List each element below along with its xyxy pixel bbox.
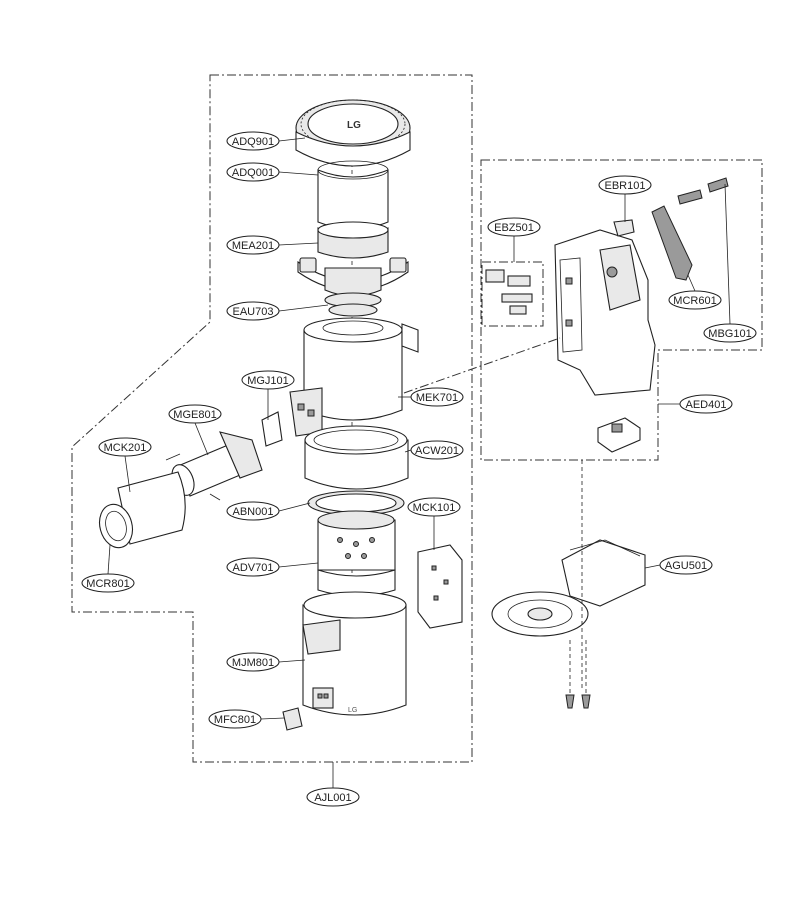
svg-text:LG: LG — [348, 707, 357, 714]
part-mgj101-gasket — [261, 411, 283, 447]
svg-text:ADV701: ADV701 — [233, 562, 274, 574]
svg-text:MCK101: MCK101 — [413, 502, 456, 514]
label-ebr101: EBR101 — [598, 175, 652, 195]
part-ebr101-switch — [613, 219, 635, 237]
svg-text:AJL001: AJL001 — [314, 792, 351, 804]
label-agu501: AGU501 — [659, 555, 713, 575]
part-mea201-motor — [297, 221, 409, 297]
svg-text:MJM801: MJM801 — [232, 657, 274, 669]
part-mck201-nozzle — [98, 471, 186, 549]
label-mge801: MGE801 — [168, 404, 222, 424]
label-abn001: ABN001 — [226, 501, 280, 521]
label-mfc801: MFC801 — [208, 709, 262, 729]
svg-text:MFC801: MFC801 — [214, 714, 256, 726]
label-adv701: ADV701 — [226, 557, 280, 577]
label-mjm801: MJM801 — [226, 652, 280, 672]
part-ebz501-terminals — [485, 269, 533, 315]
part-mcr601-grip — [651, 205, 693, 281]
svg-text:EBR101: EBR101 — [605, 180, 646, 192]
svg-text:ACW201: ACW201 — [415, 445, 459, 457]
svg-text:AED401: AED401 — [686, 399, 727, 411]
part-mek701-housing — [289, 317, 419, 437]
part-handle-body — [554, 229, 656, 396]
part-mck101-bracket — [417, 544, 463, 629]
part-adv701-cyclone — [317, 510, 396, 597]
label-ajl001: AJL001 — [306, 787, 360, 807]
svg-text:MCK201: MCK201 — [104, 442, 147, 454]
assembly-boundary-handle — [480, 159, 763, 461]
part-mbg101-button — [677, 177, 729, 205]
svg-text:ADQ001: ADQ001 — [232, 167, 274, 179]
svg-text:AGU501: AGU501 — [665, 560, 707, 572]
label-acw201: ACW201 — [410, 440, 464, 460]
svg-text:EBZ501: EBZ501 — [494, 222, 534, 234]
svg-text:MEK701: MEK701 — [416, 392, 458, 404]
svg-text:ADQ901: ADQ901 — [232, 136, 274, 148]
lg-logo: LG — [347, 120, 361, 131]
label-adq901: ADQ901 — [226, 131, 280, 151]
label-mck101: MCK101 — [407, 497, 461, 517]
part-aed401-socket — [597, 417, 641, 453]
label-mbg101: MBG101 — [703, 323, 757, 343]
label-mcr601: MCR601 — [668, 290, 722, 310]
svg-text:ABN001: ABN001 — [233, 506, 274, 518]
leader-lines — [107, 137, 731, 788]
label-aed401: AED401 — [679, 394, 733, 414]
svg-text:MCR601: MCR601 — [673, 295, 716, 307]
part-adq901-cover: LG — [295, 99, 411, 167]
svg-text:MGJ101: MGJ101 — [247, 375, 289, 387]
assembly-boundary-ebz501 — [481, 261, 544, 327]
part-agu501-base — [491, 539, 646, 637]
label-mck201: MCK201 — [98, 437, 152, 457]
part-acw201-ring — [304, 425, 409, 490]
label-mgj101: MGJ101 — [241, 370, 295, 390]
assembly-boundary-main — [71, 74, 473, 763]
svg-text:EAU703: EAU703 — [233, 306, 274, 318]
part-adq001-cylinder — [317, 160, 389, 230]
part-screws — [565, 460, 591, 709]
label-mea201: MEA201 — [226, 235, 280, 255]
svg-text:MGE801: MGE801 — [173, 409, 216, 421]
part-eau703-ring — [324, 292, 382, 317]
label-ebz501: EBZ501 — [487, 217, 541, 237]
label-eau703: EAU703 — [226, 301, 280, 321]
label-adq001: ADQ001 — [226, 162, 280, 182]
svg-text:MEA201: MEA201 — [232, 240, 274, 252]
connector-line — [403, 337, 561, 394]
svg-text:MBG101: MBG101 — [708, 328, 751, 340]
part-mfc801-cover — [282, 707, 303, 731]
svg-text:MCR801: MCR801 — [86, 578, 129, 590]
part-abn001-seal — [307, 490, 405, 516]
label-mcr801: MCR801 — [81, 573, 135, 593]
part-mjm801-bin: LG — [302, 591, 407, 716]
label-mek701: MEK701 — [410, 387, 464, 407]
